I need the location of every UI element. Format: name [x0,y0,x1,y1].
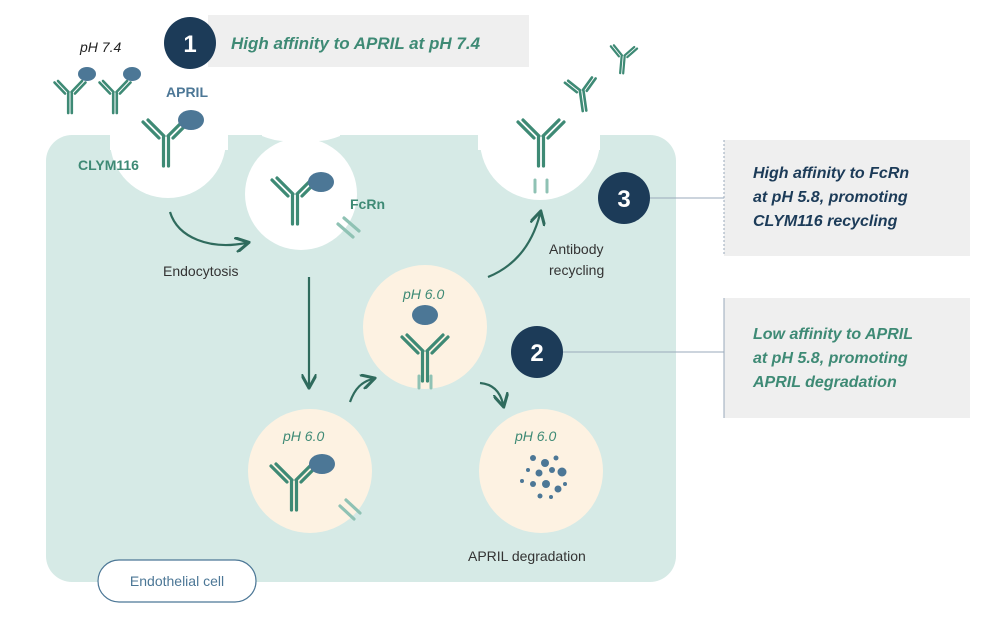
endocytosis-arrow [168,211,246,245]
step-2-badge [511,326,563,378]
degraded-april-particles [520,455,567,499]
free-antibody-complex-1 [53,67,96,115]
fcrn-label: FcRn [350,196,385,212]
clym116-label: CLYM116 [78,157,139,173]
april-degradation-label: APRIL degradation [468,548,586,564]
released-antibody-2 [607,43,639,76]
step-1-text: High affinity to APRIL at pH 7.4 [231,34,481,53]
recycling-label-line2: recycling [549,262,604,278]
recycling-fcrn [533,178,549,194]
step-3-text-line3: CLYM116 recycling [753,213,898,230]
step-2-box [724,298,970,418]
endocytosed-antibody [270,172,334,226]
step-3-badge [598,172,650,224]
ph-vesicle-right: pH 6.0 [514,428,556,444]
vesicle-left-fcrn [338,498,362,521]
vesicle-top-fcrn [417,374,433,390]
clym116-antibody-bound [141,110,204,168]
step-3-text-line1: High affinity to FcRn [753,165,909,182]
step-3-box [724,140,970,256]
step-3-number: 3 [617,186,630,213]
step-1-number: 1 [183,31,196,58]
ph-outside-label: pH 7.4 [79,39,121,55]
ph-vesicle-top: pH 6.0 [402,286,444,302]
arrow-to-degradation [479,381,503,404]
step-1-badge [164,17,216,69]
step-3-text-line2: at pH 5.8, promoting [753,189,908,206]
released-april [412,305,438,325]
fcrn-receptor [336,216,361,239]
step-2-text-line2: at pH 5.8, promoting [753,350,908,367]
endocytic-vesicle [245,138,357,250]
step-2-text-line1: Low affinity to APRIL [753,326,913,343]
step-2-text-line3: APRIL degradation [752,374,897,391]
vesicle-top [363,265,487,389]
vesicle-left-antibody [269,454,335,512]
endothelial-cell-label: Endothelial cell [130,573,224,589]
endocytosis-label: Endocytosis [163,263,238,279]
endothelial-cell-badge [97,559,257,603]
recycling-label-line1: Antibody [549,241,603,257]
step-1-box [208,15,529,67]
arrow-to-ph6-vesicle [348,379,372,403]
free-antibody-complex-2 [98,67,141,115]
step-2-number: 2 [530,340,543,367]
ph-vesicle-left: pH 6.0 [282,428,324,444]
april-label: APRIL [166,84,208,100]
recycling-arrow [487,214,540,279]
